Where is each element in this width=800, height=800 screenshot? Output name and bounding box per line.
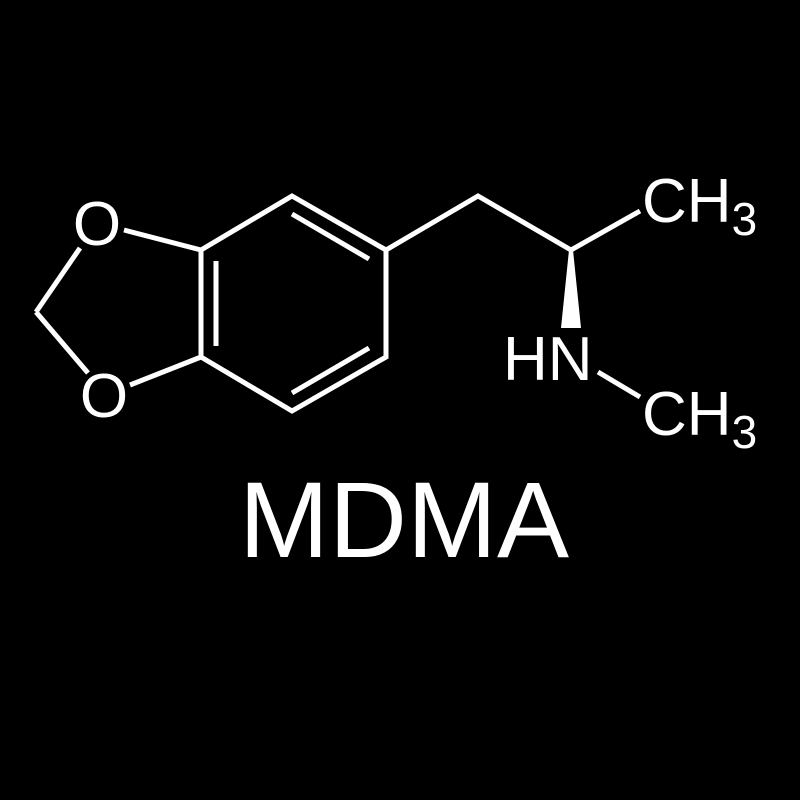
- side-chain: CH3 HN CH3: [384, 167, 757, 458]
- oxygen-top-label: O: [73, 190, 121, 259]
- bond-o-bottom-ring: [129, 354, 202, 388]
- bond-ch2-o-top: [33, 246, 83, 314]
- bond-n-methyl: [596, 369, 642, 400]
- oxygen-bottom-label: O: [80, 362, 128, 431]
- wedge-bond: [561, 250, 581, 328]
- compound-title: MDMA: [239, 459, 569, 580]
- amine-label: HN: [503, 325, 593, 394]
- bond-ch2-o-bottom: [34, 310, 90, 375]
- carbon-chain: [384, 193, 642, 253]
- ring-double-bond-bottom: [290, 345, 371, 396]
- methyl-top-label: CH3: [642, 167, 757, 245]
- methyl-bottom-label: CH3: [642, 380, 757, 458]
- dioxole-ring: O O: [33, 190, 202, 431]
- bond-o-top-ring: [123, 227, 202, 253]
- ring-double-bond-top: [290, 211, 371, 262]
